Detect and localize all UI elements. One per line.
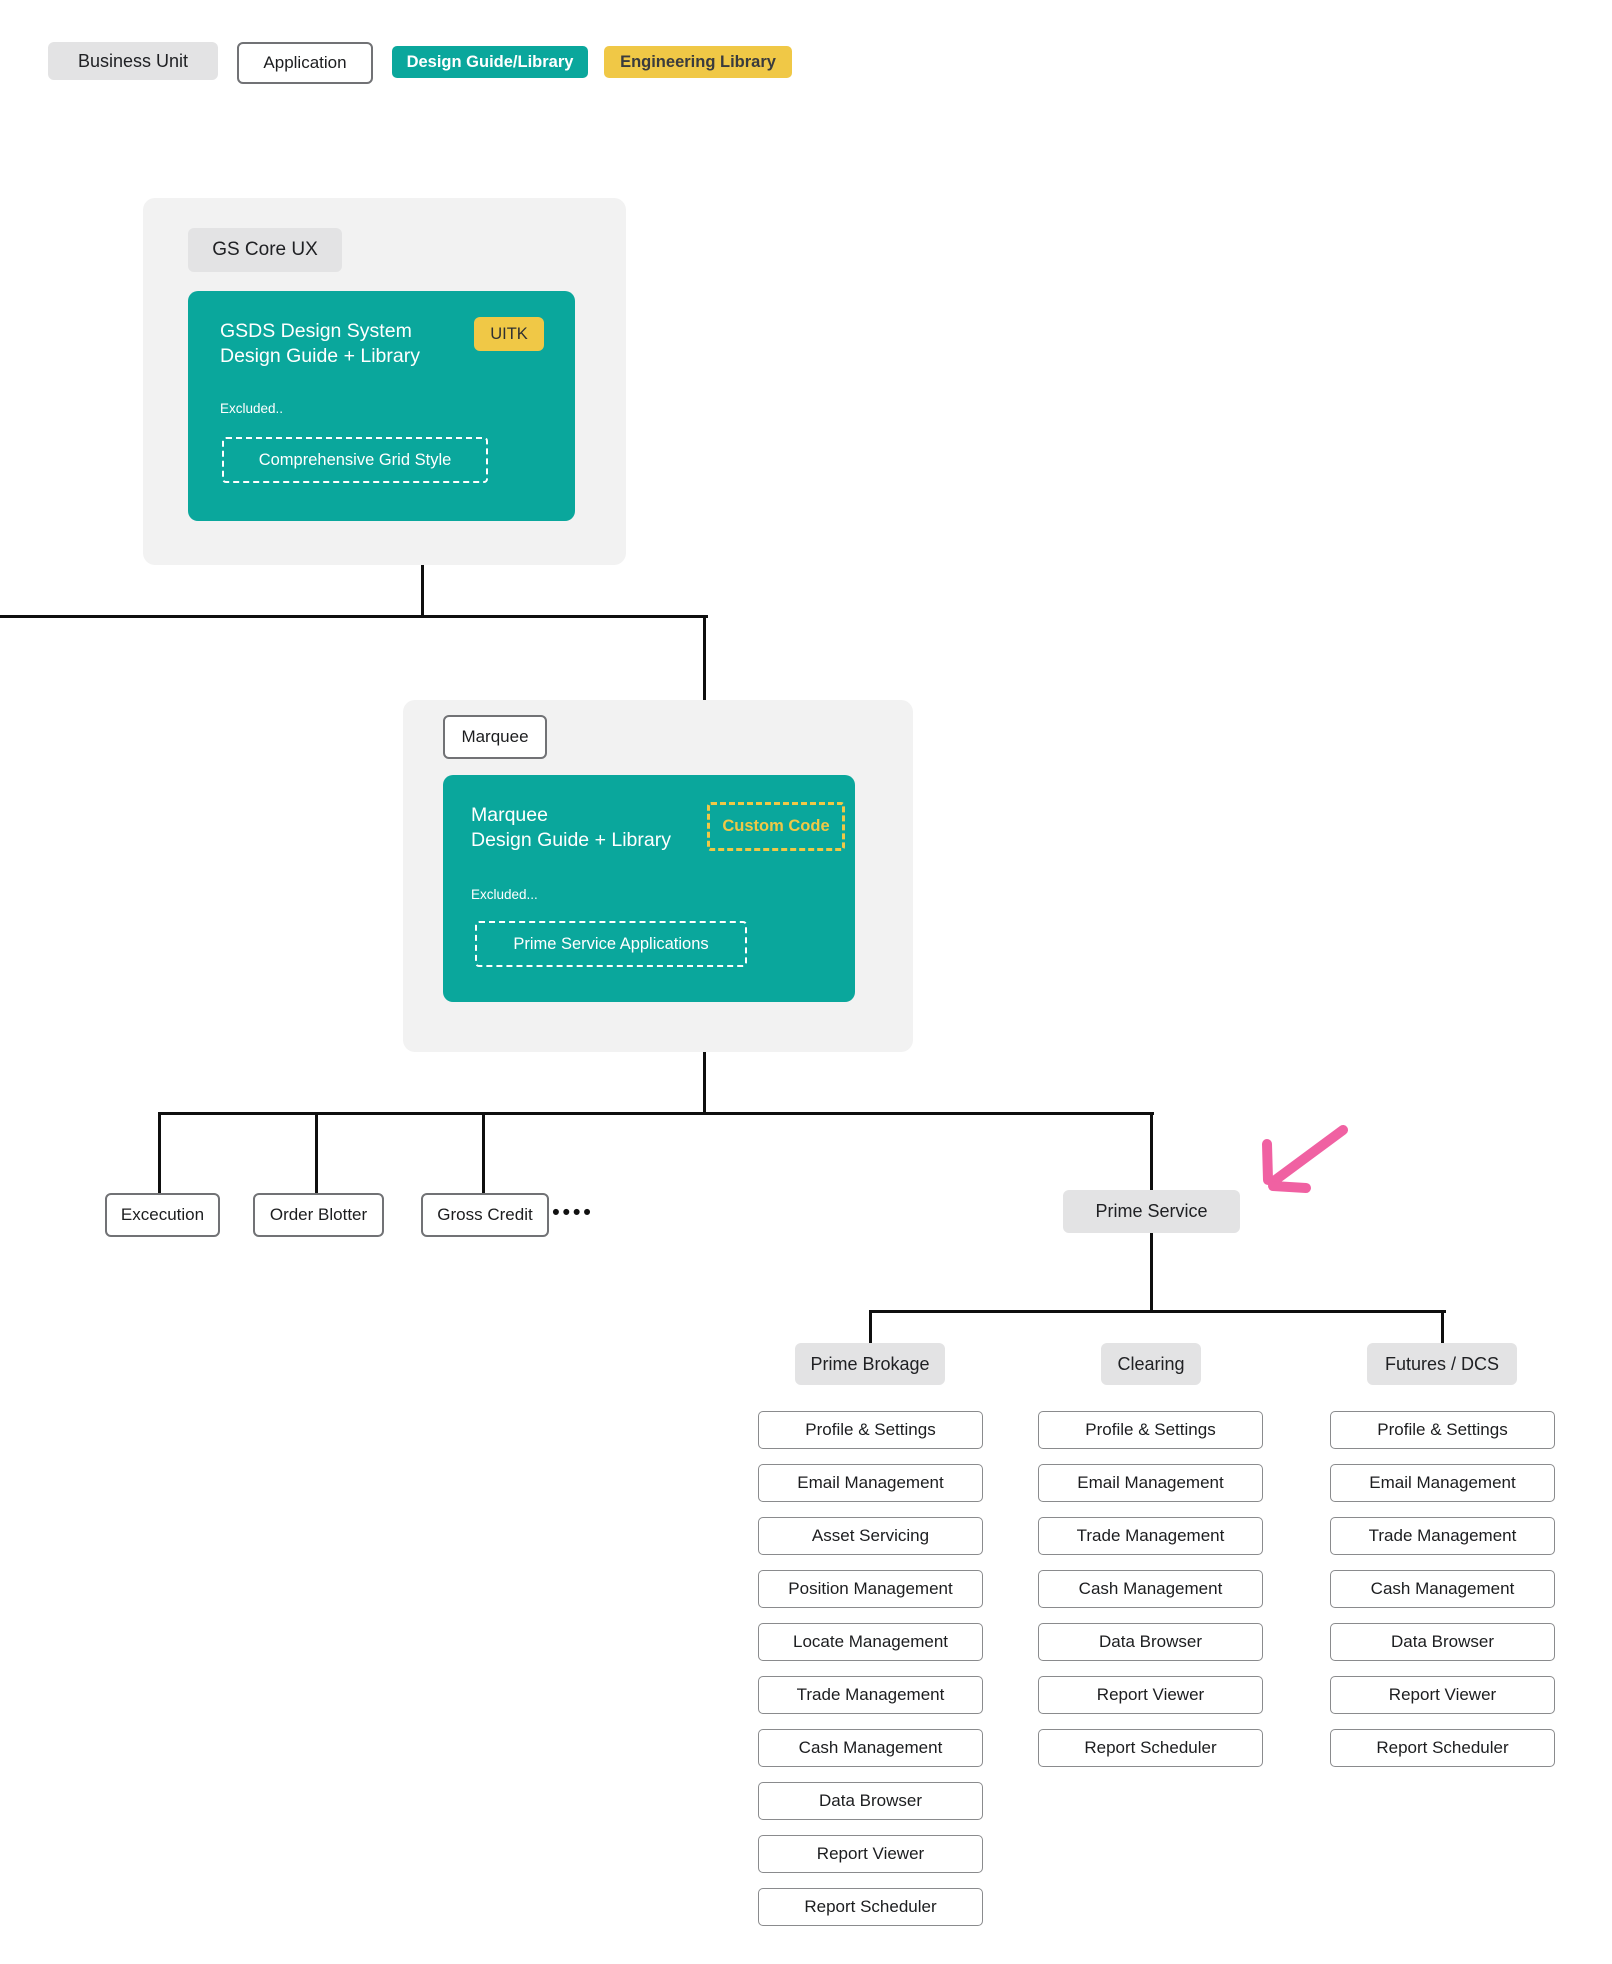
connector-line (0, 615, 708, 618)
connector-line (158, 1112, 1154, 1115)
card-title-line2: Design Guide + Library (220, 345, 420, 367)
app-node: Report Viewer (758, 1835, 983, 1873)
app-node-gross-credit: Gross Credit (421, 1193, 549, 1237)
card-title: GSDS Design System Design Guide + Librar… (220, 319, 420, 369)
app-node-excecution: Excecution (105, 1193, 220, 1237)
app-node: Locate Management (758, 1623, 983, 1661)
app-node: Report Scheduler (1330, 1729, 1555, 1767)
connector-line (315, 1112, 318, 1195)
group-chip-prime-brokage: Prime Brokage (795, 1343, 945, 1385)
app-node-order-blotter: Order Blotter (253, 1193, 384, 1237)
uitk-badge: UITK (474, 317, 544, 351)
gs-core-ux-unit-chip: GS Core UX (188, 228, 342, 272)
connector-line (869, 1310, 872, 1345)
legend-design-guide-library: Design Guide/Library (392, 46, 588, 78)
card-title-line1: Marquee (471, 804, 548, 826)
connector-line (869, 1310, 1446, 1313)
prime-service-unit-chip: Prime Service (1063, 1190, 1240, 1233)
card-title: Marquee Design Guide + Library (471, 803, 671, 853)
app-node: Report Viewer (1330, 1676, 1555, 1714)
app-node: Report Viewer (1038, 1676, 1263, 1714)
app-node: Email Management (1038, 1464, 1263, 1502)
card-title-line2: Design Guide + Library (471, 829, 671, 851)
group-chip-clearing: Clearing (1101, 1343, 1201, 1385)
app-node: Cash Management (758, 1729, 983, 1767)
app-node: Asset Servicing (758, 1517, 983, 1555)
app-node: Report Scheduler (758, 1888, 983, 1926)
app-node: Email Management (1330, 1464, 1555, 1502)
excluded-item-box: Prime Service Applications (475, 921, 747, 967)
gs-core-ux-container: GS Core UX GSDS Design System Design Gui… (143, 198, 626, 565)
app-node: Trade Management (1038, 1517, 1263, 1555)
excluded-item-box: Comprehensive Grid Style (222, 437, 488, 483)
excluded-label: Excluded... (471, 887, 538, 902)
app-node: Cash Management (1330, 1570, 1555, 1608)
marquee-container: Marquee Marquee Design Guide + Library C… (403, 700, 913, 1052)
connector-line (421, 565, 424, 618)
connector-line (1150, 1112, 1153, 1192)
gsds-design-system-card: GSDS Design System Design Guide + Librar… (188, 291, 575, 521)
legend-business-unit: Business Unit (48, 42, 218, 80)
app-node: Profile & Settings (1038, 1411, 1263, 1449)
excluded-label: Excluded.. (220, 401, 284, 416)
marquee-app-chip: Marquee (443, 715, 547, 759)
app-node: Data Browser (758, 1782, 983, 1820)
connector-line (1441, 1310, 1444, 1345)
connector-line (703, 615, 706, 702)
app-node: Cash Management (1038, 1570, 1263, 1608)
app-node: Data Browser (1330, 1623, 1555, 1661)
pink-arrow-icon (1262, 1125, 1348, 1193)
app-node: Profile & Settings (1330, 1411, 1555, 1449)
connector-line (1150, 1233, 1153, 1313)
marquee-design-guide-card: Marquee Design Guide + Library Custom Co… (443, 775, 855, 1002)
app-node: Profile & Settings (758, 1411, 983, 1449)
connector-line (158, 1112, 161, 1195)
app-node: Data Browser (1038, 1623, 1263, 1661)
app-node: Trade Management (758, 1676, 983, 1714)
connector-line (482, 1112, 485, 1195)
connector-line (703, 1052, 706, 1114)
app-node: Email Management (758, 1464, 983, 1502)
card-title-line1: GSDS Design System (220, 320, 412, 342)
legend-application: Application (237, 42, 373, 84)
legend-engineering-library: Engineering Library (604, 46, 792, 78)
app-node: Report Scheduler (1038, 1729, 1263, 1767)
group-chip-futures-dcs: Futures / DCS (1367, 1343, 1517, 1385)
app-node: Position Management (758, 1570, 983, 1608)
ellipsis-dots: •••• (552, 1201, 594, 1224)
custom-code-badge: Custom Code (707, 802, 845, 851)
app-node: Trade Management (1330, 1517, 1555, 1555)
